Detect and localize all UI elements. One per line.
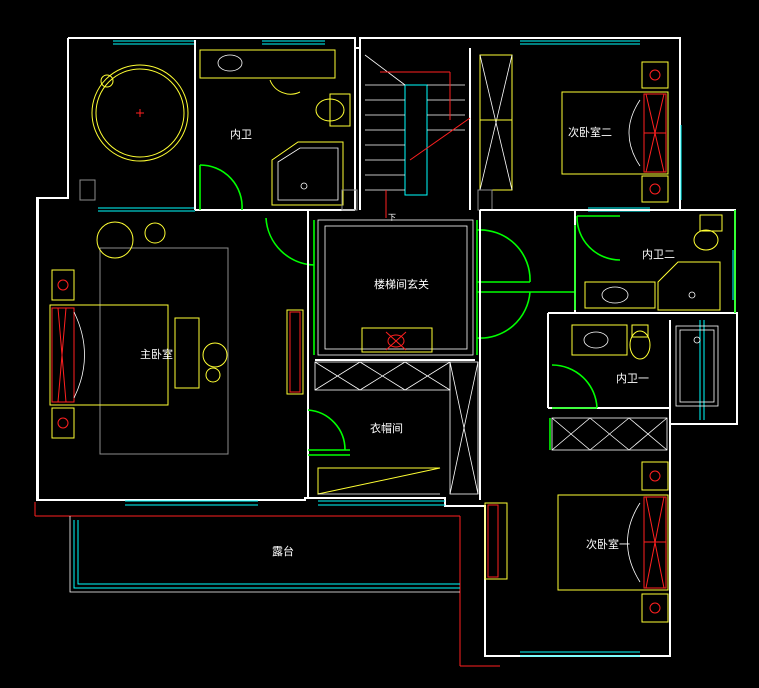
room-label-balcony: 露台 [272,544,294,558]
room-label-master-bath: 内卫 [230,127,252,141]
staircase [359,48,471,218]
interior-walls [307,209,735,500]
room-label-walk-in-closet: 衣帽间 [370,421,403,435]
master-bedroom-furniture [49,221,304,455]
room-label-first-bedroom: 次卧室一 [586,537,630,551]
balcony-outline [69,516,460,593]
closet-fixtures [307,361,479,495]
foyer [265,217,575,356]
room-label-master-bedroom: 主卧室 [140,347,173,361]
master-bath-fixtures [79,40,358,211]
room-label-bath-two: 内卫二 [642,247,675,261]
room-label-bath-one: 内卫一 [616,371,649,385]
bath-two-fixtures [574,210,736,313]
windows [98,40,734,657]
first-bedroom-furniture [484,461,669,623]
room-label-second-bedroom: 次卧室二 [568,125,612,139]
hall-wardrobe [477,54,513,211]
stair-down-label: 下 [388,213,396,222]
room-label-stair-hall: 楼梯间玄关 [374,277,429,291]
bath-one-fixtures [551,324,719,409]
second-bedroom-furniture [561,61,669,203]
bedroom-one-wardrobe [549,417,668,451]
